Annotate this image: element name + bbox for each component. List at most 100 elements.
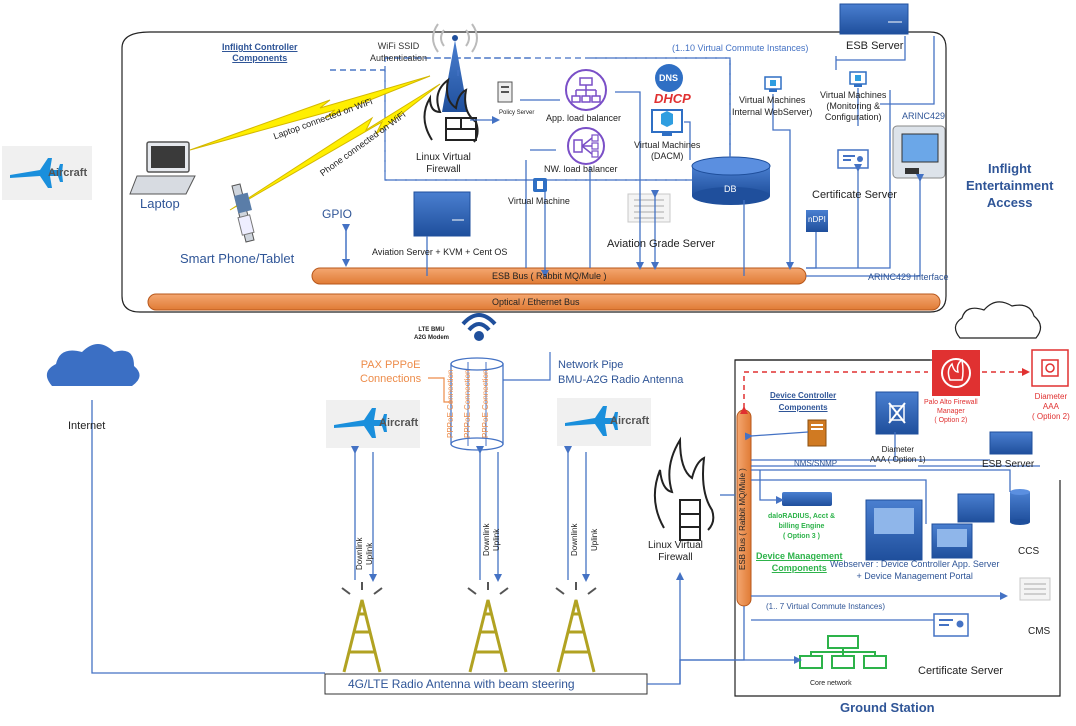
core-network-label: Core network: [810, 680, 852, 687]
pppoe-cylinder: [450, 357, 504, 451]
pppoe-conn-2: PPPoE Connection: [463, 369, 472, 439]
esb-bus-vertical-label: ESB Bus ( Rabbit MQ/Mule ): [738, 468, 747, 570]
certificate-bottom-icon: [933, 613, 969, 637]
antenna-icon: [432, 23, 478, 112]
ndpi-box: [806, 210, 828, 232]
esb-server-bottom-label: ESB Server: [982, 459, 1035, 470]
virtual-machine-icon: [533, 178, 547, 192]
aircraft-label-2: Aircraft: [610, 415, 650, 427]
aircraft-boundary: [121, 31, 947, 313]
aircraft-label: Aircraft: [48, 167, 88, 179]
network-icon: [799, 635, 887, 669]
laptop-label: Laptop: [140, 196, 180, 211]
vm-monitor-label: Virtual Machines(Monitoring &Configurati…: [820, 90, 887, 122]
arinc-device-icon: [892, 125, 946, 179]
radio-antenna-label: 4G/LTE Radio Antenna with beam steering: [348, 677, 575, 691]
dns-icon: [655, 64, 683, 92]
wireless-icon: [461, 313, 497, 341]
nw-load-balancer-label: NW. load balancer: [544, 164, 618, 174]
vm-monitor-icon: [849, 71, 867, 87]
smartphone-icon: [231, 183, 255, 243]
cms-server-icon: [1019, 577, 1051, 601]
radio-tower-icon: [341, 582, 597, 673]
daloradius-label: daloRADIUS, Acct &billing Engine( Option…: [768, 513, 836, 540]
esb-bus-label: ESB Bus ( Rabbit MQ/Mule ): [492, 271, 607, 281]
certificate-server-label: Certificate Server: [812, 189, 897, 201]
ground-station-label: Ground Station: [840, 700, 935, 715]
db-label: DB: [724, 184, 737, 194]
database-icon: [691, 156, 771, 205]
ccs-label: CCS: [1018, 546, 1040, 557]
aviation-grade-server-label: Aviation Grade Server: [607, 238, 716, 250]
virtual-instances-label: (1..10 Virtual Commute Instances): [672, 43, 809, 53]
aviation-server-icon: [413, 191, 471, 237]
downlink-label-1: Downlink: [355, 537, 364, 570]
uplink-label-1: Uplink: [365, 542, 374, 565]
nms-snmp-label: NMS/SNMP: [794, 459, 838, 468]
firewall-bottom-icon: [653, 436, 715, 541]
aircraft-icon: [2, 146, 92, 200]
downlink-label-3: Downlink: [570, 523, 579, 556]
virtual-machine-label: Virtual Machine: [508, 196, 570, 206]
policy-server-icon: [497, 81, 513, 103]
webserver-icon: [865, 493, 995, 561]
vm-dacm-label: Virtual Machines(DACM): [634, 140, 701, 161]
esb-server-label: ESB Server: [846, 40, 904, 52]
dhcp-label: DHCP: [654, 91, 691, 106]
device-controller-icon: [807, 419, 827, 447]
ccs-database-icon: [1010, 489, 1030, 525]
virtual-instances-bottom-label: (1.. 7 Virtual Commute Instances): [766, 602, 886, 611]
optical-bus: [147, 293, 941, 311]
internet-label: Internet: [68, 420, 106, 432]
diameter-aaa-opt2-icon: [1031, 349, 1069, 387]
certificate-icon: [837, 149, 869, 169]
aircraft-icon-2: [557, 398, 651, 446]
policy-server-label: Policy Server: [499, 110, 535, 116]
palo-alto-firewall-icon: [932, 350, 980, 396]
esb-server-icon: [839, 3, 909, 35]
vm-web-icon: [764, 76, 782, 92]
cloud-icon: [46, 344, 140, 386]
vm-dacm-icon: [651, 109, 683, 136]
aviation-server-kvm-label: Aviation Server + KVM + Cent OS: [372, 247, 508, 257]
smartphone-label: Smart Phone/Tablet: [180, 251, 295, 266]
daloradius-icon: [782, 492, 832, 506]
laptop-icon: [129, 141, 196, 195]
arinc429-label: ARINC429: [902, 111, 946, 121]
pppoe-conn-3: PPPoE Connection: [481, 369, 490, 439]
optical-bus-label: Optical / Ethernet Bus: [492, 297, 580, 307]
cms-label: CMS: [1028, 626, 1051, 637]
aircraft-label-1: Aircraft: [379, 417, 419, 429]
ndpi-label: nDPI: [808, 215, 826, 224]
ground-cloud-icon: [954, 301, 1042, 339]
phone-wifi-bolt: [229, 83, 441, 211]
arinc-interface-label: ARINC429 Interface: [868, 272, 949, 282]
app-load-balancer-label: App. load balancer: [546, 113, 622, 123]
esb-server-bottom-icon: [989, 431, 1033, 455]
uplink-label-2: Uplink: [492, 528, 501, 551]
nw-load-balancer-icon: [567, 127, 605, 165]
downlink-label-2: Downlink: [482, 523, 491, 556]
uplink-label-3: Uplink: [590, 528, 599, 551]
dns-label: DNS: [659, 73, 679, 83]
pppoe-conn-1: PPPoE Connection: [446, 369, 455, 439]
aircraft-icon-1: [326, 400, 420, 448]
diameter-aaa-opt1-icon: [875, 391, 919, 435]
laptop-wifi-bolt: [189, 75, 431, 151]
aviation-grade-server-icon: [627, 193, 671, 223]
certificate-server-bottom-label: Certificate Server: [918, 665, 1003, 677]
